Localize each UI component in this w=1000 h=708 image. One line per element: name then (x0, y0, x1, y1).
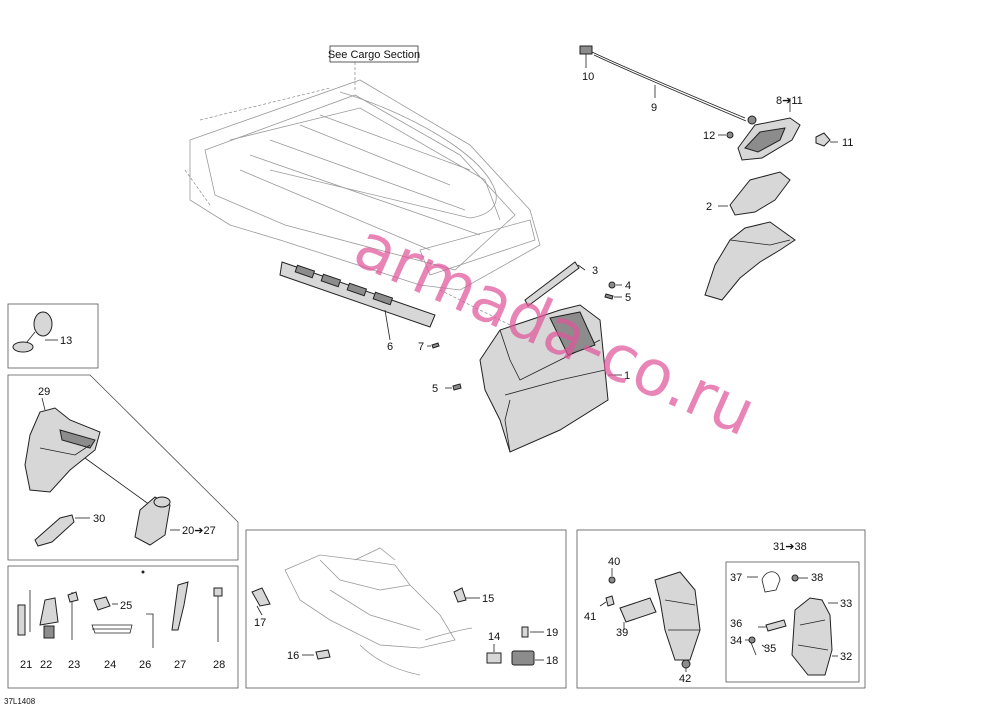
box-decals (245, 529, 567, 689)
part-19-plug (521, 626, 529, 638)
figure-code: 37L1408 (4, 697, 36, 706)
callout-15: 15 (482, 593, 494, 605)
callout-39: 39 (616, 627, 628, 639)
callout-35: 35 (764, 643, 776, 655)
callout-37: 37 (730, 572, 742, 584)
callout-23: 23 (68, 659, 80, 671)
part-13-mirror (12, 311, 58, 353)
part-36-pin (765, 619, 787, 632)
callout-14: 14 (488, 631, 500, 643)
part-29-bag (24, 397, 101, 493)
part-40-nut (608, 576, 616, 584)
part-9-harness (591, 51, 746, 119)
callout-12: 12 (703, 130, 715, 142)
callout-20-27: 20➔27 (182, 525, 216, 537)
part-2-bezel (729, 171, 791, 216)
callout-28: 28 (213, 659, 225, 671)
callout-27: 27 (174, 659, 186, 671)
part-39-plate (619, 597, 657, 623)
part-27-tool (171, 581, 189, 631)
callout-26: 26 (139, 659, 151, 671)
part-32-housing (791, 597, 833, 676)
callout-9: 9 (651, 102, 657, 114)
callout-1: 1 (624, 370, 630, 382)
callout-5-lower: 5 (432, 383, 438, 395)
box-inner-31-38 (725, 561, 860, 683)
callout-17: 17 (254, 617, 266, 629)
callout-30: 30 (93, 513, 105, 525)
bracket-main (654, 571, 701, 661)
callout-40: 40 (608, 556, 620, 568)
part-17-decal (251, 587, 271, 607)
callout-34: 34 (730, 635, 742, 647)
callout-24: 24 (104, 659, 116, 671)
callout-38: 38 (811, 572, 823, 584)
callout-18: 18 (546, 655, 558, 667)
see-cargo-note-box (329, 45, 419, 63)
part-22-tool (39, 597, 59, 626)
callout-10: 10 (582, 71, 594, 83)
part-12-nut (726, 131, 734, 139)
part-14-label (486, 652, 502, 664)
part-7-rivet (431, 342, 440, 349)
see-cargo-note: See Cargo Section (328, 49, 420, 61)
part-37-cable (761, 571, 781, 593)
part-2-bracket (704, 221, 796, 301)
box-assembly (576, 529, 866, 689)
callout-7: 7 (418, 341, 424, 353)
callout-32: 32 (840, 651, 852, 663)
callout-11: 11 (842, 137, 853, 149)
part-16-decal (315, 649, 331, 660)
callout-4: 4 (625, 280, 631, 292)
part-21-screwdriver (17, 604, 26, 636)
callout-33: 33 (840, 598, 852, 610)
callout-31-38: 31➔38 (773, 541, 807, 553)
callout-16: 16 (287, 650, 299, 662)
part-11-screw (815, 132, 831, 147)
taillight-assembly (579, 45, 838, 301)
sled-outline (284, 547, 473, 676)
part-38-nut (791, 574, 799, 582)
part-41-bolt (605, 595, 615, 607)
callout-8-11: 8➔11 (776, 95, 803, 107)
part-5-screw-lower (452, 383, 462, 391)
part-26-hex-key (146, 613, 154, 648)
part-18-pouch (511, 650, 535, 666)
part-15-decal (453, 587, 467, 603)
callout-2: 2 (706, 201, 712, 213)
part-1-flap (445, 304, 622, 453)
part-24-strap (91, 624, 133, 634)
tools-row (17, 581, 223, 648)
part-6-plate (279, 261, 436, 341)
callout-5-upper: 5 (625, 292, 631, 304)
inner-assembly-31-38 (745, 571, 838, 676)
part-30-strap (34, 514, 75, 547)
callout-21: 21 (20, 659, 32, 671)
cargo-rack-ghost (184, 62, 541, 331)
part-42-nut (681, 659, 691, 669)
callout-42: 42 (679, 673, 691, 685)
box-tools (7, 565, 239, 689)
callout-3: 3 (592, 265, 598, 277)
part-10-connector (579, 45, 593, 55)
part-20-27-tool-bag (134, 496, 180, 546)
part-4-washer (608, 281, 616, 289)
part-25-fitting (93, 596, 111, 611)
callout-29: 29 (38, 386, 50, 398)
part-3-strip (427, 261, 622, 349)
part-23-wrench (67, 591, 79, 603)
box-part-13 (7, 303, 99, 369)
callout-36: 36 (730, 618, 742, 630)
callout-13: 13 (60, 335, 72, 347)
bracket-assembly-39-42 (599, 568, 701, 672)
callout-6: 6 (387, 341, 393, 353)
callout-19: 19 (546, 627, 558, 639)
part-5-screw-upper (604, 293, 614, 300)
callout-22: 22 (40, 659, 52, 671)
callout-41: 41 (584, 611, 596, 623)
callout-25: 25 (120, 600, 132, 612)
box-tool-kit (7, 374, 239, 561)
